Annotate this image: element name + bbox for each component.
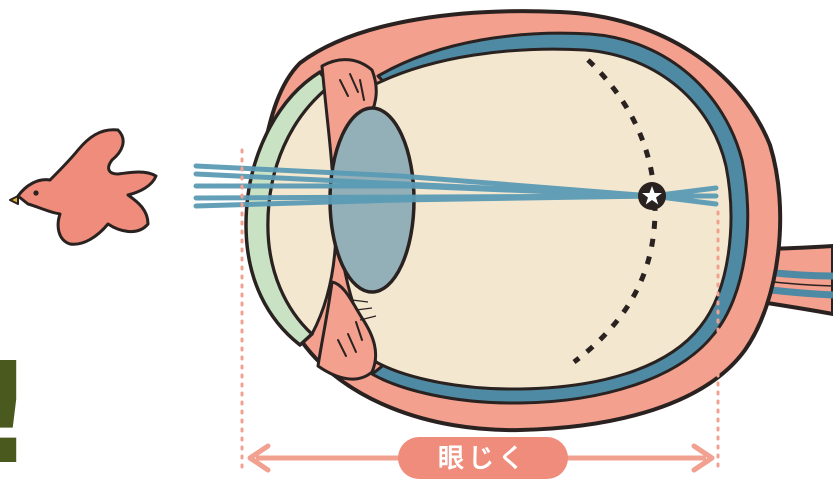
bird-icon: [10, 130, 156, 245]
star-icon: [638, 182, 666, 210]
axial-length-label: 眼じく: [438, 444, 528, 474]
cropped-exclamation-mark: !: [0, 333, 36, 492]
exclamation-text: !: [0, 333, 36, 492]
axial-length-dimension: 眼じく: [250, 437, 712, 479]
